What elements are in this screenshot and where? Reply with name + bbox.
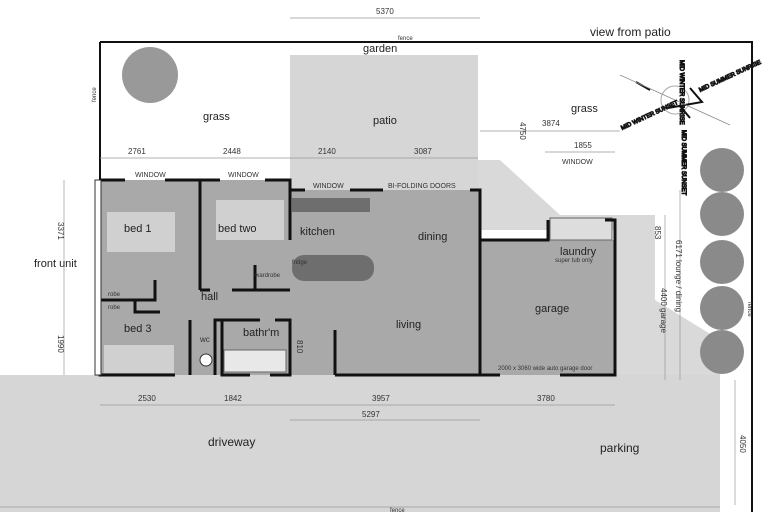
0-label: MID WINTER SUNSET	[620, 100, 679, 132]
d4400-label: 4400 garage	[659, 288, 668, 333]
kitchen-island	[292, 255, 374, 281]
dimension-labels: 5370 2761 2448 2140 3087 3874 1855 4750 …	[56, 7, 747, 453]
room-living: living	[396, 319, 421, 331]
d3957-label: 3957	[372, 394, 390, 403]
d4050-label: 4050	[738, 435, 747, 453]
room-bathroom: bathr'm	[243, 327, 279, 339]
d1842-label: 1842	[224, 394, 242, 403]
driveway-area	[0, 375, 720, 512]
fence-bottom-label: fence	[390, 508, 405, 512]
bed-1-furniture	[107, 212, 175, 252]
d4750-label: 4750	[518, 122, 527, 140]
room-bed-3: bed 3	[124, 323, 152, 335]
driveway-label: driveway	[208, 435, 255, 449]
garage-area	[480, 240, 615, 375]
trees	[122, 47, 744, 374]
d2530-label: 2530	[138, 394, 156, 403]
d5297-label: 5297	[362, 410, 380, 419]
wardrobe-label: wardrobe	[254, 273, 281, 279]
d2140-label: 2140	[318, 147, 336, 156]
room-hall: hall	[201, 291, 218, 303]
d853-label: 853	[653, 226, 662, 240]
d1990-label: 1990	[56, 335, 65, 353]
2-label: MID WINTER SUNRISE	[678, 60, 684, 125]
fence-line	[99, 41, 753, 512]
window1-label: WINDOW	[135, 172, 166, 179]
robe-label-2: robe	[108, 305, 121, 311]
front-unit-label: front unit	[34, 258, 77, 270]
window3-label: WINDOW	[313, 183, 344, 190]
room-garage: garage	[535, 303, 569, 315]
d2448-label: 2448	[223, 147, 241, 156]
fence-left-label: fence	[92, 87, 98, 102]
d2761-label: 2761	[128, 147, 146, 156]
bed-3-furniture	[104, 345, 174, 373]
top-total-label: 5370	[376, 7, 394, 16]
d3874-label: 3874	[542, 119, 560, 128]
living-wing	[290, 190, 480, 375]
grass-right-label: grass	[571, 103, 598, 115]
view-title: view from patio	[590, 25, 671, 39]
d3087-label: 3087	[414, 147, 432, 156]
laundry-fixtures	[549, 217, 613, 241]
d810-label: 810	[295, 340, 304, 354]
room-bed-1: bed 1	[124, 223, 152, 235]
patio-label: patio	[373, 115, 397, 127]
room-bed-two: bed two	[218, 223, 257, 235]
d1855-label: 1855	[574, 141, 592, 150]
room-wc: wc	[199, 335, 210, 344]
bathtub	[223, 349, 287, 373]
toilet-icon	[199, 353, 213, 367]
garage-door-label: 2000 x 3060 wide auto garage door	[498, 366, 592, 372]
garden-label: garden	[363, 43, 397, 55]
laundry-note: super tub only	[555, 258, 593, 264]
window4-label: WINDOW	[562, 159, 593, 166]
room-laundry: laundry	[560, 246, 597, 258]
d6171-label: 6171 lounge / dining	[674, 240, 683, 312]
room-dining: dining	[418, 231, 447, 243]
robe-label-1: robe	[108, 292, 121, 298]
side-path	[478, 160, 720, 380]
fridge-label: fridge	[292, 260, 308, 266]
fence-top-label: fence	[398, 36, 413, 42]
parking-label: parking	[600, 441, 639, 455]
fence-right-label: fence	[746, 302, 752, 317]
bifold-label: BI-FOLDING DOORS	[388, 183, 456, 190]
patio-area	[290, 55, 478, 190]
dimension-lines	[63, 17, 736, 505]
d3371-label: 3371	[56, 222, 65, 240]
kitchen-bench	[292, 198, 370, 212]
room-kitchen: kitchen	[300, 226, 335, 238]
1-label: MID SUMMER SUNSET	[680, 130, 686, 196]
window2-label: WINDOW	[228, 172, 259, 179]
grass-left-label: grass	[203, 111, 230, 123]
bed-two-furniture	[216, 200, 284, 240]
d3780-label: 3780	[537, 394, 555, 403]
walls	[94, 178, 617, 377]
